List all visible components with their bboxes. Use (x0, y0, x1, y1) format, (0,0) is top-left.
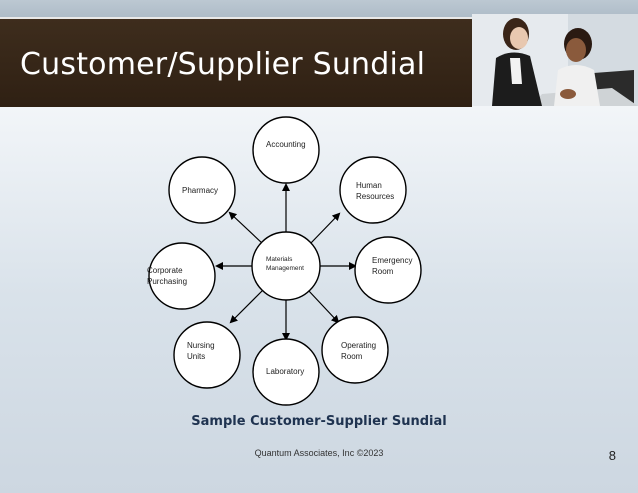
node-operating-room (321, 316, 389, 384)
title-bar: Customer/Supplier Sundial (0, 17, 472, 107)
node-center-materials-management (251, 231, 321, 301)
node-corporate-purchasing (148, 242, 216, 310)
corporate-purchasing-label: Corporate Purchasing (147, 266, 188, 286)
slide-title: Customer/Supplier Sundial (20, 47, 426, 82)
diagram-caption: Sample Customer-Supplier Sundial (191, 414, 447, 429)
node-emergency-room (354, 236, 422, 304)
accounting-label: Accounting (266, 140, 306, 149)
operating-room-label: Operating Room (341, 341, 377, 361)
arrow-to-pharmacy (228, 211, 264, 245)
footer-copyright: Quantum Associates, Inc ©2023 (254, 448, 384, 458)
arrow-to-nursing-units (229, 289, 264, 324)
arrow-to-human-resources (309, 212, 341, 245)
page-number: 8 (608, 448, 616, 463)
pharmacy-label: Pharmacy (182, 186, 219, 195)
business-people-photo (472, 14, 638, 106)
node-laboratory (252, 338, 320, 406)
laboratory-label: Laboratory (266, 367, 305, 376)
top-accent-strip (0, 0, 638, 17)
emergency-room-label: Emergency Room (372, 256, 413, 276)
center-label: Materials Management (266, 256, 304, 272)
node-human-resources (339, 156, 407, 224)
human-resources-label: Human Resources (356, 181, 395, 201)
node-nursing-units (173, 321, 241, 389)
nursing-units-label: Nursing Units (187, 341, 215, 361)
arrow-to-operating-room (307, 289, 340, 324)
node-pharmacy (168, 156, 236, 224)
node-accounting (252, 116, 320, 184)
